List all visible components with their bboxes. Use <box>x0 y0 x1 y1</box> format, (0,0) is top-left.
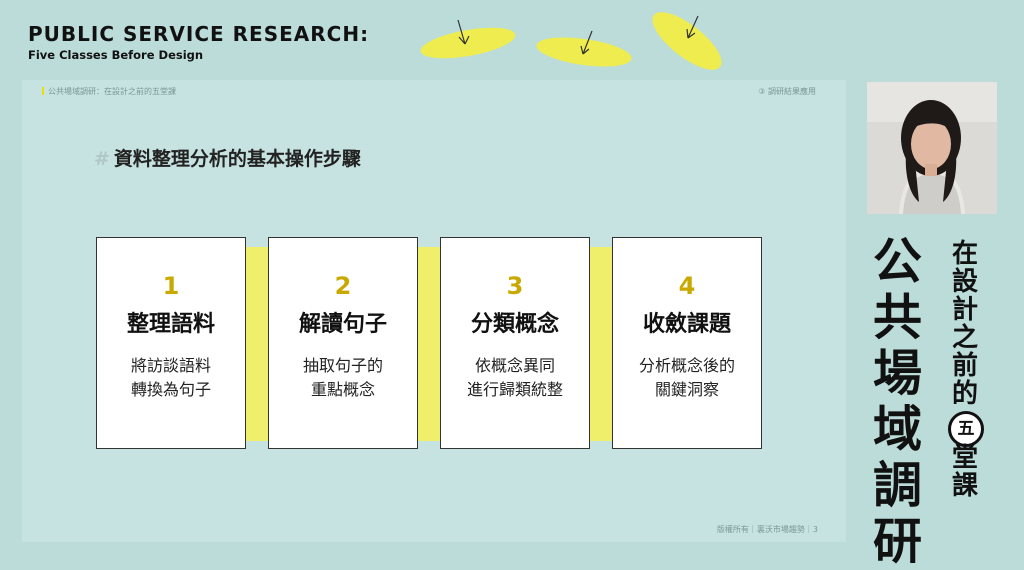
step-description-line: 分析概念後的 <box>638 356 735 375</box>
vertical-subtitle-char: 前 <box>952 351 979 381</box>
vertical-subtitle-char: 計 <box>952 295 979 325</box>
step-number: 2 <box>334 272 352 300</box>
slide-section-label: ③ 調研結果應用 <box>758 87 816 96</box>
circled-number-badge: 五 <box>948 411 984 447</box>
step-title: 解讀句子 <box>298 312 387 337</box>
step-description-line: 轉換為句子 <box>130 380 211 399</box>
vertical-title: 公 共 場 域 調 研 <box>873 234 933 570</box>
leaf-arrow-icon <box>536 30 632 67</box>
webcam-presenter <box>867 82 997 214</box>
vertical-subtitle-char: 堂 <box>952 443 979 473</box>
step-description-line: 將訪談語料 <box>130 356 211 375</box>
vertical-subtitle-char: 在 <box>952 239 979 269</box>
presenter-silhouette-icon <box>867 82 997 214</box>
step-number: 3 <box>506 272 524 300</box>
leaf-arrow-icon <box>652 12 722 70</box>
step-connector <box>244 247 270 441</box>
vertical-subtitle-char: 的 <box>952 379 979 409</box>
vertical-subtitle-char: 課 <box>952 471 979 501</box>
step-description-line: 關鍵洞察 <box>654 380 719 399</box>
steps-row: 1 整理語料 將訪談語料轉換為句子 2 解讀句子 抽取句子的重點概念 3 分類概… <box>96 237 762 451</box>
vertical-subtitle-char: 之 <box>952 323 979 353</box>
vertical-title-char: 域 <box>873 401 923 458</box>
step-title: 分類概念 <box>470 312 559 337</box>
vertical-title-char: 研 <box>873 513 923 570</box>
leaf-arrow-icon <box>420 19 516 59</box>
vertical-subtitle-char: 設 <box>952 267 979 297</box>
slide-heading: #資料整理分析的基本操作步驟 <box>94 144 361 171</box>
brand-subtitle: Five Classes Before Design <box>28 48 204 62</box>
slide-footer: 版權所有｜裏沃市場趨勢｜3 <box>716 525 818 534</box>
hash-icon: # <box>94 148 110 170</box>
vertical-title-char: 調 <box>873 457 923 514</box>
vertical-title-char: 場 <box>873 345 923 402</box>
step-card-1: 1 整理語料 將訪談語料轉換為句子 <box>96 237 246 449</box>
slide: 公共場域調研：在設計之前的五堂課 ③ 調研結果應用 #資料整理分析的基本操作步驟… <box>22 80 846 542</box>
step-card-4: 4 收斂課題 分析概念後的關鍵洞察 <box>612 237 762 449</box>
step-title: 收斂課題 <box>642 312 731 337</box>
step-description-line: 重點概念 <box>310 380 375 399</box>
step-connector <box>416 247 442 441</box>
step-description-line: 抽取句子的 <box>302 356 383 375</box>
step-number: 4 <box>678 272 696 300</box>
step-description: 分析概念後的關鍵洞察 <box>613 354 761 402</box>
step-description-line: 進行歸類統整 <box>466 380 563 399</box>
step-number: 1 <box>162 272 180 300</box>
step-card-3: 3 分類概念 依概念異同進行歸類統整 <box>440 237 590 449</box>
slide-header: 公共場域調研：在設計之前的五堂課 <box>42 86 176 97</box>
step-connector <box>588 247 614 441</box>
step-title: 整理語料 <box>126 312 215 337</box>
vertical-title-char: 共 <box>873 289 923 346</box>
brand-title: PUBLIC SERVICE RESEARCH: <box>28 22 370 46</box>
step-description: 將訪談語料轉換為句子 <box>97 354 245 402</box>
vertical-title-char: 公 <box>873 233 923 290</box>
step-description: 依概念異同進行歸類統整 <box>441 354 589 402</box>
step-description-line: 依概念異同 <box>474 356 555 375</box>
slide-heading-text: 資料整理分析的基本操作步驟 <box>113 148 361 170</box>
vertical-subtitle: 在 設 計 之 前 的 五 堂 課 <box>948 239 986 501</box>
step-card-2: 2 解讀句子 抽取句子的重點概念 <box>268 237 418 449</box>
step-description: 抽取句子的重點概念 <box>269 354 417 402</box>
